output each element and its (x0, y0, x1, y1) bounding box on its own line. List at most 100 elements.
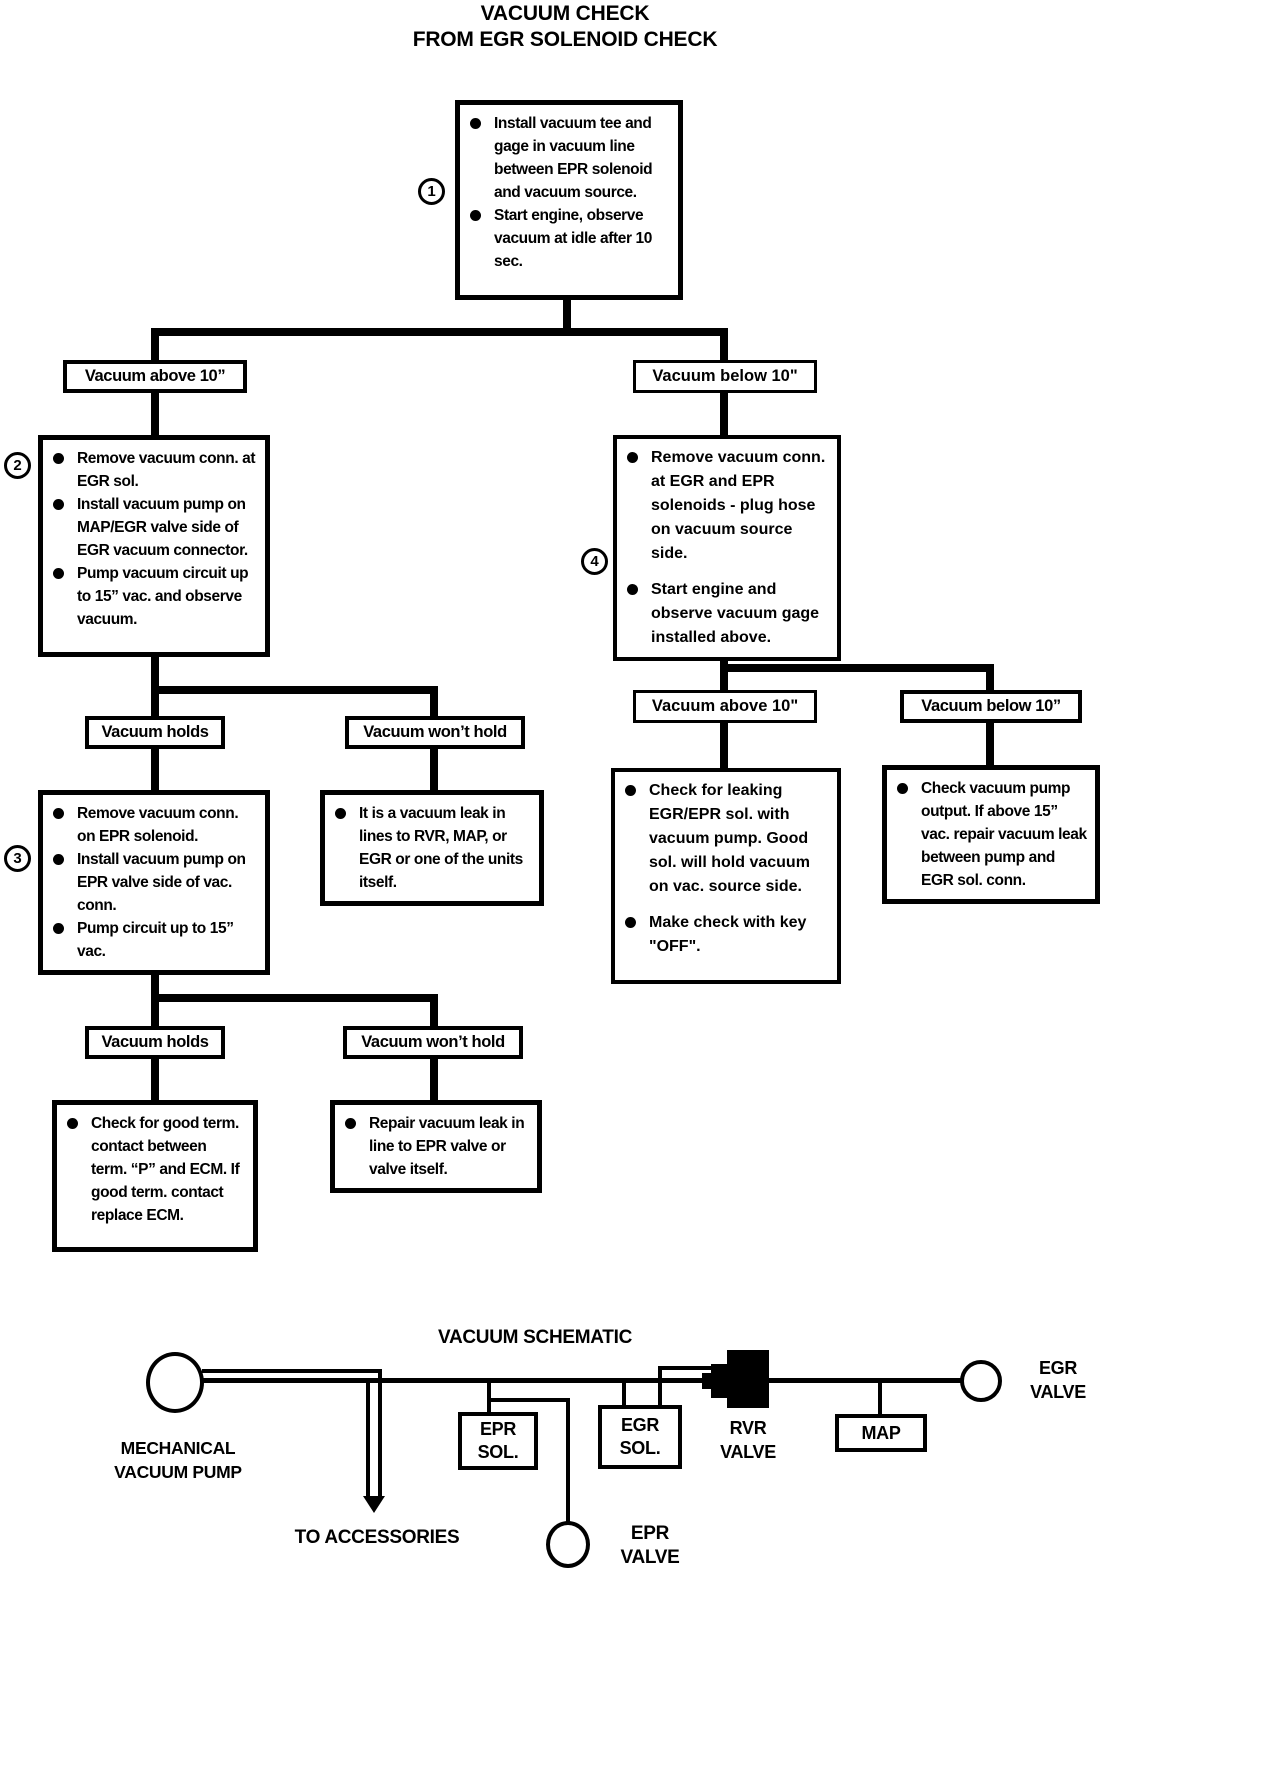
connector-branch4-horizontal (720, 664, 994, 672)
connector-holds2-to-ecmbox (151, 1057, 159, 1110)
decision-label-vacuum-holds-1: Vacuum holds (85, 716, 225, 749)
bullet-icon (53, 854, 64, 865)
page-title-line2: FROM EGR SOLENOID CHECK (412, 28, 718, 51)
ecm-item-1: Check for good term. contact between ter… (91, 1115, 240, 1224)
step2-item-3: Pump vacuum circuit up to 15” vac. and o… (77, 565, 249, 628)
decision-label-text: Vacuum holds (101, 1033, 209, 1051)
decision-label-vacuum-holds-2: Vacuum holds (85, 1026, 225, 1059)
step2-item-2: Install vacuum pump on MAP/EGR valve sid… (77, 496, 248, 559)
decision-label-right-vacuum-above-10: Vacuum above 10" (633, 690, 817, 723)
connector-branch3-horizontal (151, 994, 438, 1002)
circled-step-number-4: 4 (581, 548, 608, 575)
checksol-item-2: Make check with key "OFF". (649, 914, 807, 955)
step3-item-1: Remove vacuum conn. on EPR solenoid. (77, 805, 239, 845)
egr-sol-label-line1: EGR (620, 1415, 660, 1435)
decision-label-vacuum-wont-hold-1: Vacuum won’t hold (345, 716, 525, 749)
bullet-icon (470, 210, 481, 221)
connector-rbelow-to-checkpump (986, 721, 994, 775)
step4-item-1: Remove vacuum conn. at EGR and EPR solen… (651, 449, 826, 562)
accessories-label: TO ACCESSORIES (294, 1527, 460, 1548)
bullet-icon (67, 1118, 78, 1129)
step4-item-2: Start engine and observe vacuum gage ins… (651, 581, 820, 646)
epr-valve-label-line2: VALVE (620, 1547, 680, 1568)
decision-label-right-vacuum-below-10: Vacuum below 10” (900, 690, 1082, 723)
mechanical-vacuum-pump-label: MECHANICAL VACUUM PUMP (90, 1436, 266, 1484)
connector-box3-down (151, 960, 159, 1002)
bullet-icon (345, 1118, 356, 1129)
bullet-icon (53, 453, 64, 464)
bullet-icon (53, 568, 64, 579)
list-item: Install vacuum pump on MAP/EGR valve sid… (51, 493, 257, 562)
bullet-icon (53, 499, 64, 510)
pump-label-line1: MECHANICAL (120, 1438, 236, 1458)
egr-valve-label: EGR VALVE (1008, 1356, 1108, 1404)
rvr-valve-label-line1: RVR (729, 1418, 767, 1438)
arrow-down-icon (363, 1496, 385, 1513)
pump-label-line2: VACUUM PUMP (114, 1462, 242, 1482)
bullet-icon (897, 783, 908, 794)
connector-rabove-stub (720, 668, 728, 698)
step1-item-2: Start engine, observe vacuum at idle aft… (494, 207, 652, 270)
list-item: Install vacuum pump on EPR valve side of… (51, 848, 257, 917)
connector-egr-sol-right-stub (658, 1366, 662, 1406)
egr-solenoid-box: EGR SOL. (598, 1405, 682, 1469)
bullet-icon (335, 808, 346, 819)
circled-step-number-2: 2 (4, 452, 31, 479)
schematic-title: VACUUM SCHEMATIC (438, 1327, 632, 1348)
connector-left-branch-stub (151, 332, 159, 364)
list-item: Remove vacuum conn. on EPR solenoid. (51, 802, 257, 848)
connector-holds2-stub (151, 998, 159, 1028)
flow-box-step4: Remove vacuum conn. at EGR and EPR solen… (613, 435, 841, 661)
leak-item-1: It is a vacuum leak in lines to RVR, MAP… (359, 805, 523, 891)
repair-item-1: Repair vacuum leak in line to EPR valve … (369, 1115, 525, 1178)
bullet-icon (53, 808, 64, 819)
schematic-accessories-line-top (202, 1369, 382, 1373)
connector-wont1-stub (430, 690, 438, 720)
flow-box-check-pump: Check vacuum pump output. If above 15” v… (882, 765, 1100, 904)
step-number-text: 2 (13, 457, 22, 474)
schematic-accessories-line-left (366, 1380, 370, 1498)
rvr-valve-label: RVR VALVE (688, 1416, 808, 1464)
schematic-main-vacuum-line (200, 1378, 962, 1383)
flow-box-step2: Remove vacuum conn. at EGR sol. Install … (38, 435, 270, 657)
list-item: Check for leaking EGR/EPR sol. with vacu… (623, 779, 829, 899)
step-number-text: 4 (590, 553, 599, 570)
connector-branch1-horizontal (151, 328, 728, 336)
connector-epr-valve-jog (487, 1398, 570, 1402)
bullet-icon (627, 452, 638, 463)
connector-box2-down (151, 650, 159, 694)
page-title-line1: VACUUM CHECK (480, 2, 650, 25)
connector-holds1-to-box3 (151, 747, 159, 800)
connector-box1-down (563, 295, 571, 336)
list-item: Make check with key "OFF". (623, 911, 829, 959)
schematic-accessories-line-right (378, 1371, 382, 1498)
decision-label-text: Vacuum won’t hold (363, 723, 507, 741)
list-item: Remove vacuum conn. at EGR and EPR solen… (625, 446, 829, 566)
rvr-valve-flange (711, 1364, 728, 1398)
connector-to-epr-valve (566, 1398, 570, 1526)
decision-label-text: Vacuum below 10" (652, 367, 798, 385)
connector-holds1-stub (151, 690, 159, 720)
connector-mainline-to-map (878, 1383, 882, 1414)
decision-label-text: Vacuum below 10” (921, 697, 1061, 715)
bullet-icon (625, 917, 636, 928)
connector-egr-sol-to-rvr (658, 1366, 712, 1370)
decision-label-vacuum-below-10-right: Vacuum below 10" (633, 360, 817, 393)
connector-rbelow-stub (986, 668, 994, 698)
flow-box-step3: Remove vacuum conn. on EPR solenoid. Ins… (38, 790, 270, 975)
connector-wont2-stub (430, 998, 438, 1028)
flow-box-step1: Install vacuum tee and gage in vacuum li… (455, 100, 683, 300)
epr-sol-label-line1: EPR (479, 1419, 517, 1439)
epr-valve-label-line1: EPR (630, 1523, 670, 1544)
epr-valve-label: EPR VALVE (600, 1522, 700, 1570)
bullet-icon (470, 118, 481, 129)
list-item: Install vacuum tee and gage in vacuum li… (468, 112, 670, 204)
egr-valve-label-line1: EGR (1038, 1358, 1078, 1378)
epr-valve-symbol (546, 1521, 590, 1568)
decision-label-text: Vacuum above 10" (651, 697, 799, 715)
connector-rabove-to-checksol (720, 721, 728, 778)
checksol-item-1: Check for leaking EGR/EPR sol. with vacu… (649, 782, 810, 895)
map-label: MAP (861, 1422, 901, 1443)
bullet-icon (627, 584, 638, 595)
step1-item-1: Install vacuum tee and gage in vacuum li… (494, 115, 653, 201)
